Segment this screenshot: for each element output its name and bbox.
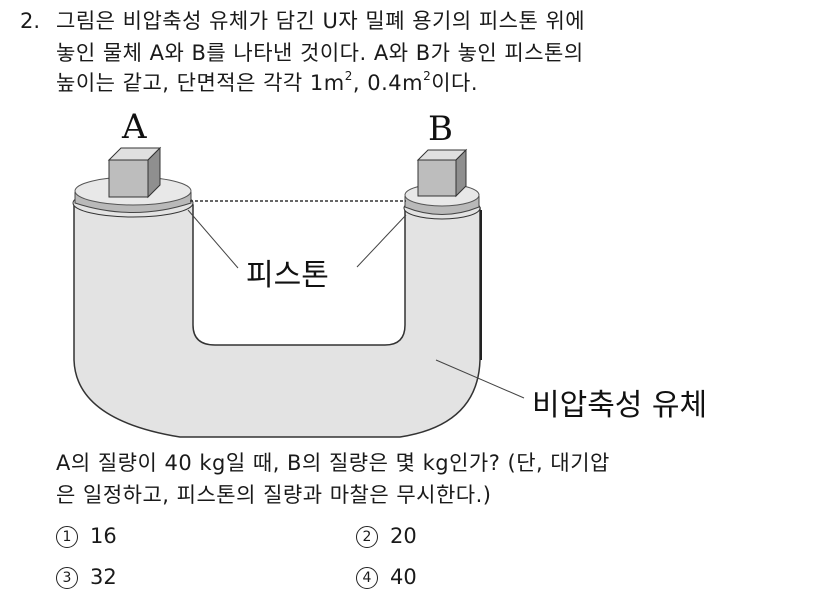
block-a bbox=[107, 146, 162, 199]
block-b bbox=[416, 148, 468, 198]
piston-label: 피스톤 bbox=[246, 258, 329, 293]
choice-2[interactable]: 2 20 bbox=[356, 523, 417, 549]
label-a: A bbox=[122, 107, 147, 147]
area-b-text: , 0.4m bbox=[352, 71, 424, 95]
choice-2-mark: 2 bbox=[356, 526, 378, 548]
choice-1-mark: 1 bbox=[56, 526, 78, 548]
stem-line-3: 높이는 같고, 단면적은 각각 1m2, 0.4m2이다. bbox=[56, 70, 478, 96]
choice-4-mark: 4 bbox=[356, 567, 378, 589]
u-tube-fluid bbox=[73, 204, 481, 438]
area-b-superscript: 2 bbox=[423, 69, 432, 83]
stem-line-1: 그림은 비압축성 유체가 담긴 U자 밀폐 용기의 피스톤 위에 bbox=[56, 9, 586, 33]
label-b: B bbox=[428, 109, 453, 149]
prompt-line-1: A의 질량이 40 kg일 때, B의 질량은 몇 kg인가? (단, 대기압 bbox=[56, 451, 610, 475]
choice-3[interactable]: 3 32 bbox=[56, 564, 117, 590]
area-a-superscript: 2 bbox=[344, 69, 353, 83]
choice-4[interactable]: 4 40 bbox=[356, 564, 417, 590]
fluid-label: 비압축성 유체 bbox=[532, 388, 708, 423]
choice-1-value: 16 bbox=[90, 524, 117, 548]
choice-1[interactable]: 1 16 bbox=[56, 523, 117, 549]
choice-3-mark: 3 bbox=[56, 567, 78, 589]
prompt-line-2: 은 일정하고, 피스톤의 질량과 마찰은 무시한다.) bbox=[56, 483, 492, 507]
stem-line-2: 놓인 물체 A와 B를 나타낸 것이다. A와 B가 놓인 피스톤의 bbox=[56, 41, 584, 65]
choice-2-value: 20 bbox=[390, 524, 417, 548]
choice-4-value: 40 bbox=[390, 565, 417, 589]
choice-3-value: 32 bbox=[90, 565, 117, 589]
question-number: 2. bbox=[20, 9, 41, 33]
stem-line-3-text: 높이는 같고, 단면적은 각각 1m bbox=[56, 71, 345, 95]
stem-line-3-end: 이다. bbox=[431, 71, 479, 95]
